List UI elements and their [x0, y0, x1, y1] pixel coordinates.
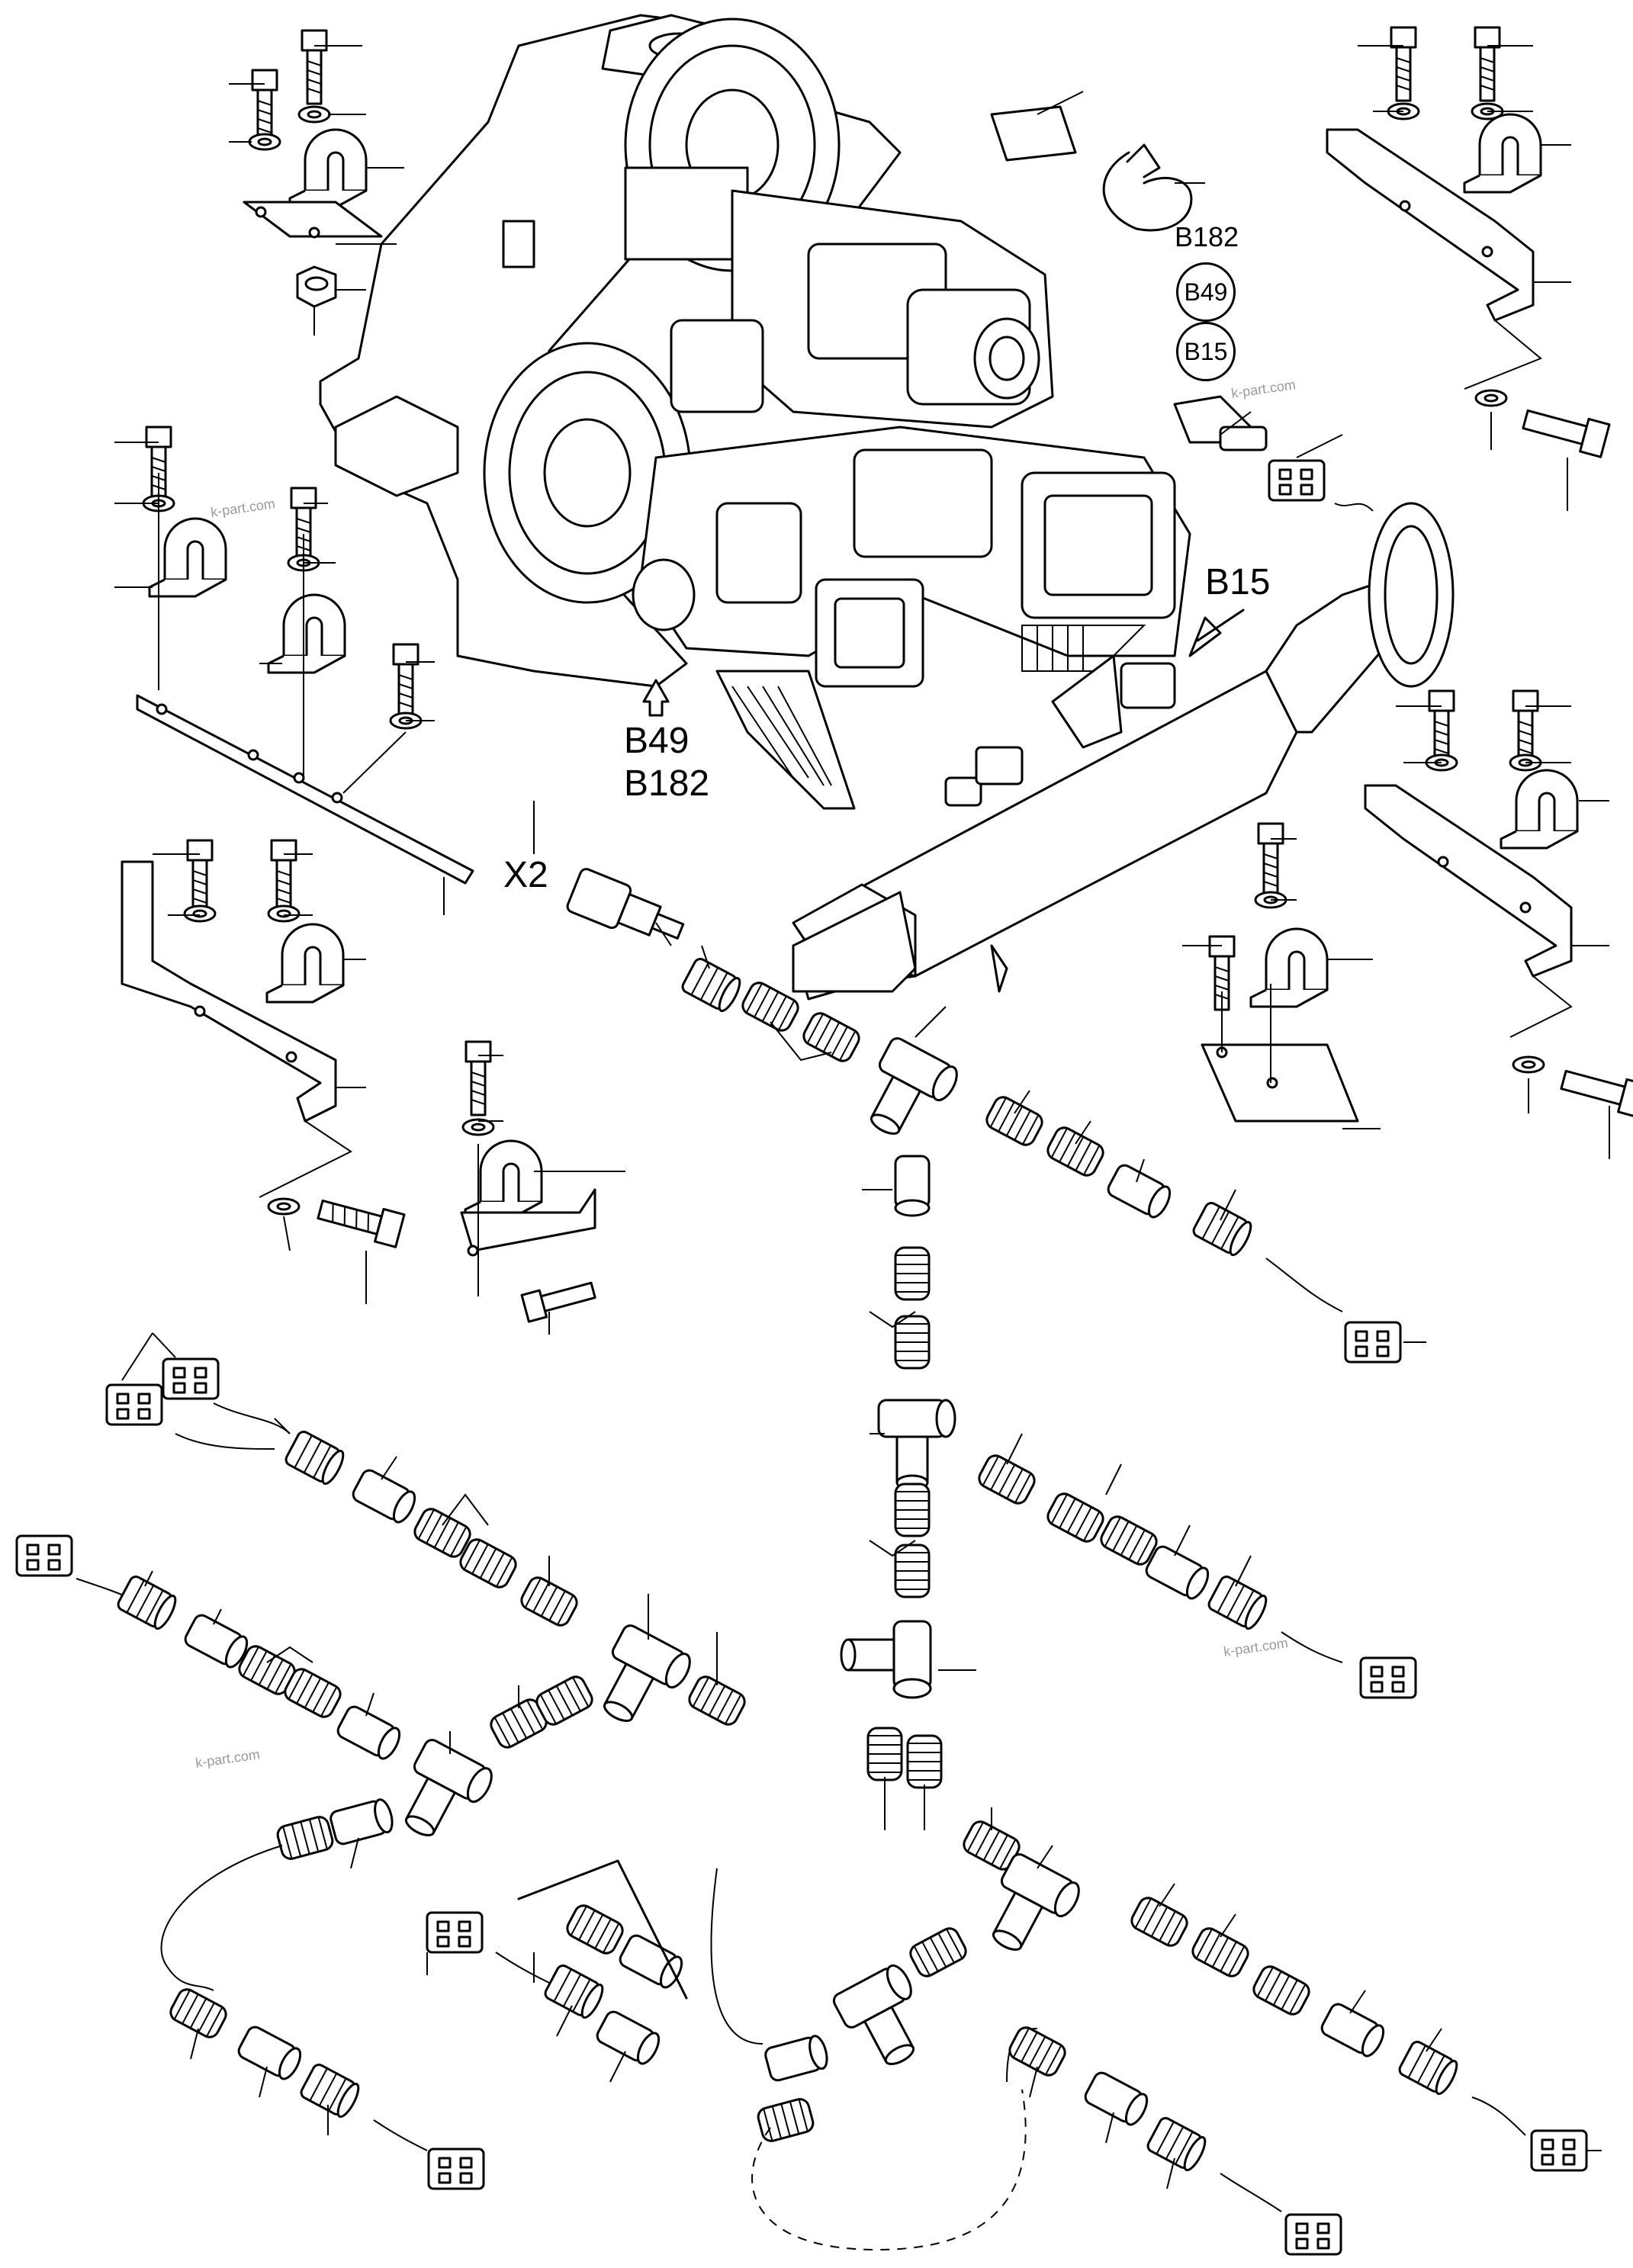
harness-lower-left-branch: [15, 1534, 596, 1853]
label-b15-circle: B15: [1176, 322, 1236, 381]
bracket-right-center: [1182, 822, 1381, 1129]
label-b182-top: B182: [1175, 221, 1239, 252]
harness-x2-branch: [533, 801, 1426, 1364]
cable-tie: [1102, 143, 1205, 232]
label-b49-arrow: B49: [624, 721, 690, 761]
harness-upper-left-branch: [105, 1332, 749, 1739]
bracket-left-lower: [121, 839, 406, 1304]
hydraulic-pump-lower: [632, 426, 1191, 688]
harness-sub-assembly: [426, 1859, 688, 2083]
connector-b15: [1268, 434, 1374, 512]
label-x2: X2: [503, 855, 548, 895]
label-b15-arrow: B15: [1205, 562, 1271, 602]
exhaust-pipe: [715, 502, 1455, 1001]
protective-sleeve: [990, 91, 1084, 162]
bracket-left-mid: [114, 426, 474, 915]
b49-pointer-arrow: [642, 679, 670, 717]
harness-lower-right-branch: [710, 1807, 1602, 2256]
gearbox-housing: [319, 14, 902, 688]
label-b49-circle: B49: [1176, 262, 1236, 322]
bracket-center: [460, 1040, 625, 1335]
harness-lower-left-loop: [160, 1796, 485, 2190]
bracket-right-mid: [1364, 689, 1633, 1159]
label-b182-arrow: B182: [624, 763, 710, 804]
hydraulic-pump-upper: [670, 189, 1054, 429]
bracket-top-right: [1326, 26, 1611, 511]
sensor-b15: [1173, 395, 1268, 451]
b15-pointer-arrow: [1188, 609, 1245, 657]
bracket-top-left: [229, 29, 404, 336]
harness-mid-right-branch: [975, 1433, 1417, 1699]
harness-vertical-trunk: [840, 1155, 976, 1830]
